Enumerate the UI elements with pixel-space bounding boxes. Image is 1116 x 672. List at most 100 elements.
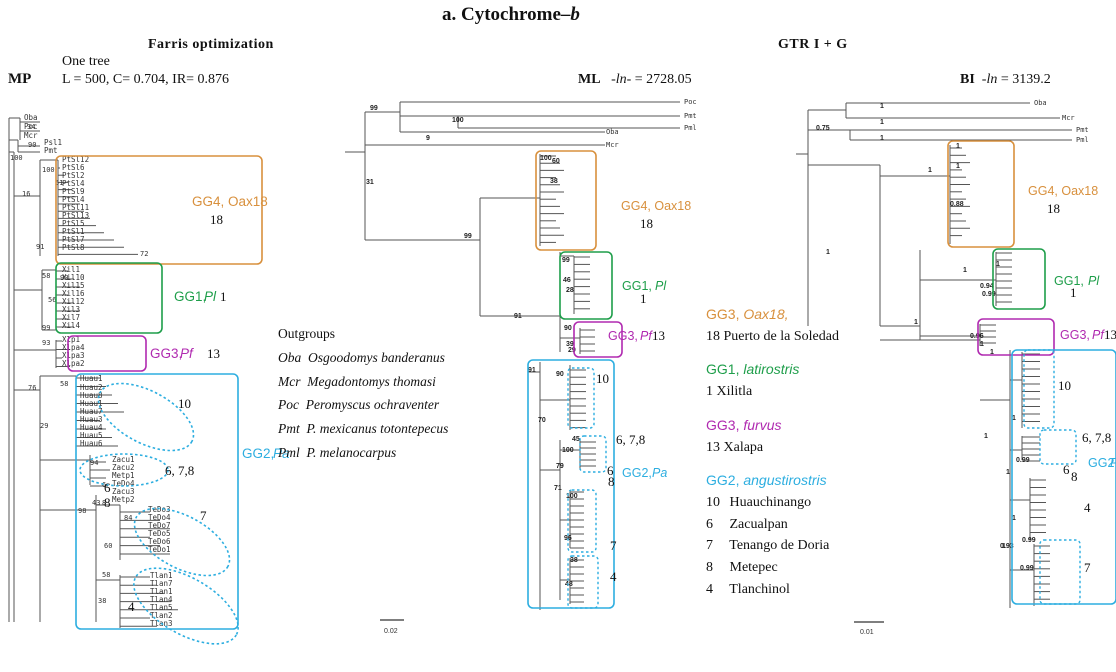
support-value: 51: [55, 179, 63, 187]
taxon-label: TeDo1: [148, 545, 171, 554]
support-value: 99: [562, 257, 570, 264]
taxon-label: Pmt: [44, 146, 58, 155]
taxon-label: Pml: [684, 124, 697, 132]
support-value: 1: [996, 261, 1000, 268]
taxon-label: Zacu3: [112, 487, 135, 496]
clade-count: 1: [220, 289, 227, 304]
locality-number: 6, 7,8: [616, 432, 645, 447]
locality-ellipse: [133, 567, 239, 645]
locality-ellipse: [97, 382, 195, 452]
locality-box: [567, 489, 597, 553]
clade-box-gg1: [559, 251, 613, 320]
clade-box-gg1: [992, 248, 1046, 310]
taxon-label: Huau6: [80, 439, 103, 448]
locality-number: 4: [1084, 500, 1091, 515]
taxon-label: Huau2: [80, 383, 103, 392]
clade-label: GG3,: [608, 329, 638, 343]
support-value: 0.99: [1020, 565, 1034, 572]
outgroups-box: Outgroups Oba Osgoodomys banderanus Mcr …: [278, 322, 448, 465]
locality-number: 4: [610, 569, 617, 584]
support-value: 90: [60, 274, 68, 282]
mp-method-header: Farris optimization: [148, 37, 274, 52]
support-value: 45: [572, 436, 580, 443]
taxon-label: Zacu2: [112, 463, 135, 472]
clade-box-gg3: [977, 318, 1055, 356]
locality-number: 10: [178, 396, 191, 411]
support-value: 34: [27, 123, 35, 131]
support-value: 91: [514, 313, 522, 320]
legend-locality: 6 Zacualpan: [706, 516, 788, 532]
legend-locality: 1 Xilitla: [706, 384, 753, 400]
taxon-label: Xil10: [62, 273, 85, 282]
locality-number: 6: [607, 463, 614, 478]
support-value: 0.75: [816, 125, 830, 132]
support-value: 58: [42, 272, 50, 280]
taxon-label: Xil15: [62, 281, 85, 290]
support-value: 84: [124, 514, 132, 522]
taxon-label: Mcr: [1062, 114, 1075, 122]
legend-locality: 10 Huauchinango: [706, 494, 812, 510]
clade-label: GG4, Oax18: [192, 194, 268, 209]
support-value: 6: [102, 481, 106, 489]
clade-box-gg2: [75, 373, 239, 630]
support-value: 1: [956, 163, 960, 170]
taxon-label: TeDo5: [148, 529, 171, 538]
taxon-label: PtSl9: [62, 187, 85, 196]
taxon-label: PtSl7: [62, 235, 85, 244]
support-value: 93: [42, 339, 50, 347]
support-value: 43: [92, 499, 100, 507]
outgroup-row: Pmt P. mexicanus totontepecus: [278, 421, 449, 437]
support-value: 1: [1002, 543, 1006, 550]
support-value: 99: [42, 324, 50, 332]
support-value: 1: [928, 167, 932, 174]
support-value: 1: [963, 267, 967, 274]
support-value: 70: [538, 417, 546, 424]
taxon-label: Tlan2: [150, 611, 173, 620]
locality-box: [1023, 349, 1055, 429]
clade-count: 13: [1104, 327, 1116, 342]
clade-label: Pf: [1092, 328, 1105, 342]
taxon-label: Xil4: [62, 321, 81, 330]
clade-label: Pf: [640, 329, 653, 343]
legend-locality: 13 Xalapa: [706, 439, 764, 455]
taxon-label: Tlan5: [150, 603, 173, 612]
figure-title: a. Cytochrome–b: [442, 4, 580, 25]
taxon-label: Oba: [606, 128, 619, 136]
locality-number: 6, 7,8: [1082, 430, 1111, 445]
clade-box-gg3: [67, 335, 147, 372]
taxon-label: Huau5: [80, 431, 103, 440]
taxon-label: Psl1: [44, 138, 62, 147]
taxon-label: Mcr: [606, 141, 619, 149]
support-value: 38: [570, 557, 578, 564]
mp-subtitle-stats: L = 500, C= 0.704, IR= 0.876: [62, 72, 230, 87]
ml-header: ML -ln- = 2728.05: [578, 72, 692, 87]
clade-label: GG3,: [1060, 328, 1090, 342]
taxon-label: Zacu1: [112, 455, 135, 464]
locality-box: [579, 435, 607, 473]
support-value: 0.99: [1022, 537, 1036, 544]
legend-group-gg2: GG2, angustirostris: [706, 472, 827, 489]
support-value: 1: [880, 103, 884, 110]
locality-number: 10: [596, 371, 609, 386]
taxon-label: Poc: [24, 122, 38, 131]
taxon-label: PtSl2: [62, 171, 85, 180]
locality-number: 6: [1063, 462, 1070, 477]
support-value: 0.96: [970, 333, 984, 340]
support-value: 99: [464, 233, 472, 240]
support-value: 94: [90, 459, 98, 467]
taxon-label: Metp1: [112, 471, 135, 480]
clade-box-gg4: [947, 140, 1015, 248]
clade-label: GG4, Oax18: [621, 199, 691, 213]
clade-box-gg3: [573, 321, 623, 358]
clade-count: 18: [1047, 201, 1060, 216]
clade-label: Pf: [180, 346, 194, 361]
taxon-label: TeDo7: [148, 521, 171, 530]
legend-group-gg4: GG3, Oax18,: [706, 306, 789, 322]
clade-label: GG4, Oax18: [1028, 184, 1098, 198]
support-value: 1: [1012, 415, 1016, 422]
support-value: 1: [956, 143, 960, 150]
taxon-label: Pmt: [1076, 126, 1089, 134]
locality-box: [1039, 539, 1081, 605]
support-value: 0.94: [980, 283, 994, 290]
locality-ellipse: [133, 507, 231, 577]
